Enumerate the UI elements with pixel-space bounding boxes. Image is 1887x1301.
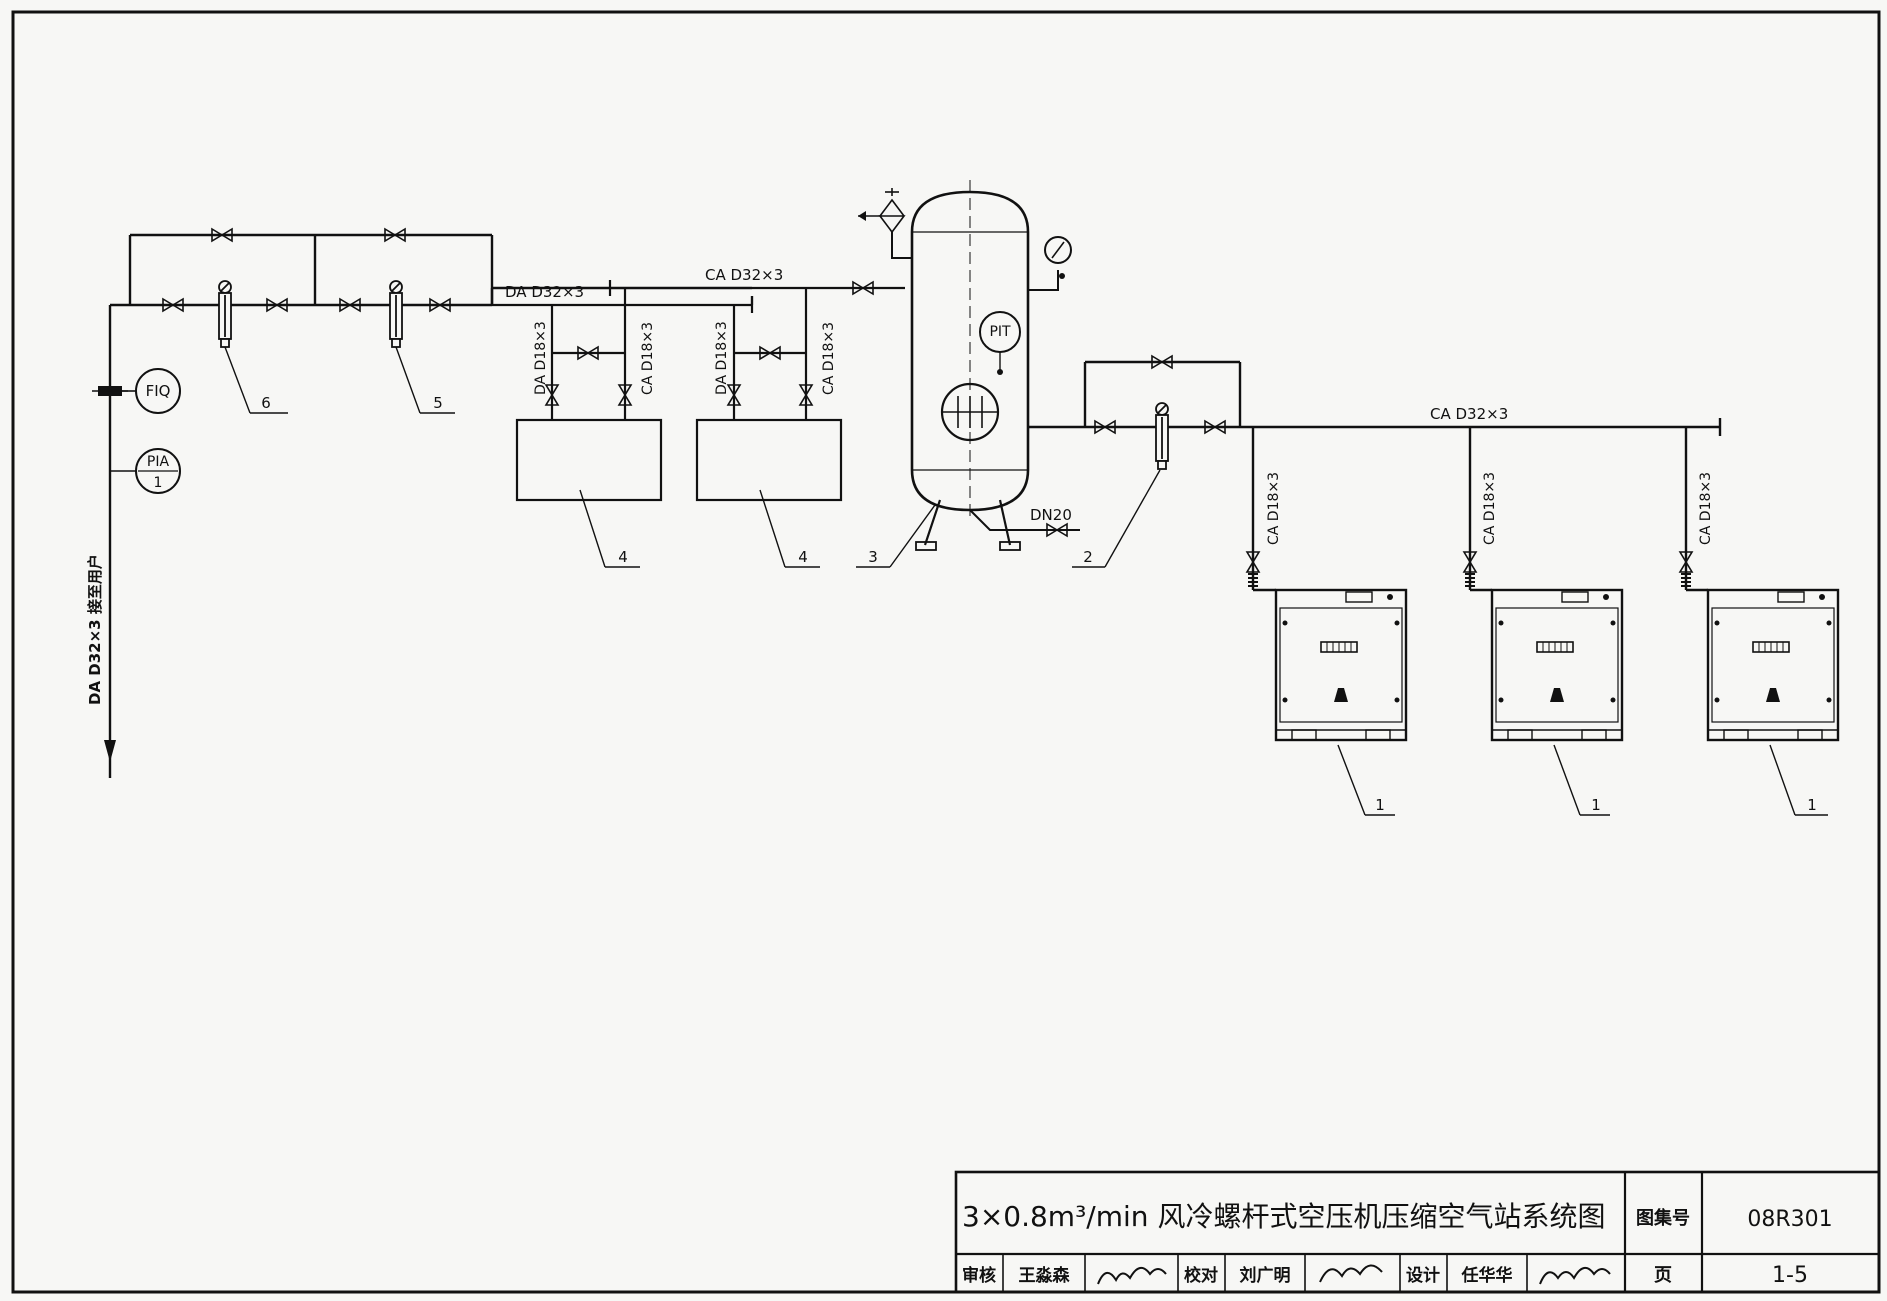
- callout-1b: 1: [1591, 796, 1601, 814]
- atlas-no-value: 08R301: [1747, 1207, 1832, 1232]
- drawing-frame: [11, 10, 1881, 1294]
- compressor-1c: [1706, 588, 1840, 742]
- dryer-b-da-label: DA D18×3: [714, 321, 730, 395]
- check-label: 校对: [1184, 1265, 1218, 1286]
- callout-2: 2: [1083, 548, 1093, 566]
- dryer-b-ca-label: CA D18×3: [821, 322, 837, 395]
- drawing-title: 3×0.8m³/min 风冷螺杆式空压机压缩空气站系统图: [962, 1200, 1605, 1233]
- callout-6: 6: [261, 394, 271, 412]
- review-signature: [1097, 1267, 1167, 1285]
- drain-label: DN20: [1030, 506, 1072, 524]
- air-receiver-tank: [858, 180, 1080, 551]
- dryer-a-da-label: DA D18×3: [533, 321, 549, 395]
- callout-4b: 4: [798, 548, 808, 566]
- title-block: [954, 1170, 1881, 1294]
- fiq-label: FIQ: [146, 382, 171, 400]
- dry-air-manifold: [108, 233, 752, 778]
- page-number: 1-5: [1772, 1263, 1808, 1288]
- outlet-arrow: [104, 740, 116, 762]
- check-name: 刘广明: [1240, 1265, 1291, 1286]
- outlet-pipe-label: DA D32×3 接至用户: [86, 554, 104, 705]
- dryer-group: [492, 280, 905, 502]
- callout-1a: 1: [1375, 796, 1385, 814]
- compressor-1b-pipe-label: CA D18×3: [1482, 472, 1498, 545]
- callout-5: 5: [433, 394, 443, 412]
- design-label: 设计: [1406, 1265, 1440, 1286]
- compressor-1a-pipe-label: CA D18×3: [1266, 472, 1282, 545]
- pia-label: PIA: [147, 454, 170, 470]
- check-signature: [1319, 1264, 1383, 1283]
- callout-1c: 1: [1807, 796, 1817, 814]
- ca-main-top-label: CA D32×3: [705, 266, 783, 284]
- review-label: 审核: [962, 1265, 996, 1286]
- filter-5: [389, 280, 403, 348]
- filter-2: [1155, 402, 1169, 470]
- da-main-label: DA D32×3: [505, 283, 584, 301]
- dryer-a-ca-label: CA D18×3: [640, 322, 656, 395]
- compressor-1c-pipe-label: CA D18×3: [1698, 472, 1714, 545]
- design-signature: [1539, 1267, 1611, 1285]
- ca-main-right-label: CA D32×3: [1430, 405, 1508, 423]
- compressor-1b: [1490, 588, 1624, 742]
- compressed-air-header: [1028, 360, 1722, 592]
- design-name: 任华华: [1461, 1265, 1513, 1286]
- atlas-no-label: 图集号: [1636, 1207, 1690, 1229]
- review-name: 王淼森: [1019, 1265, 1071, 1286]
- fiq-instrument: FIQ: [122, 368, 181, 414]
- pia-instrument: PIA 1: [110, 448, 181, 494]
- pia-number: 1: [154, 475, 163, 491]
- page-label: 页: [1654, 1265, 1672, 1286]
- callout-3: 3: [868, 548, 878, 566]
- pit-label: PIT: [989, 324, 1011, 340]
- callout-4a: 4: [618, 548, 628, 566]
- compressor-1a: [1274, 588, 1408, 742]
- filter-6: [218, 280, 232, 348]
